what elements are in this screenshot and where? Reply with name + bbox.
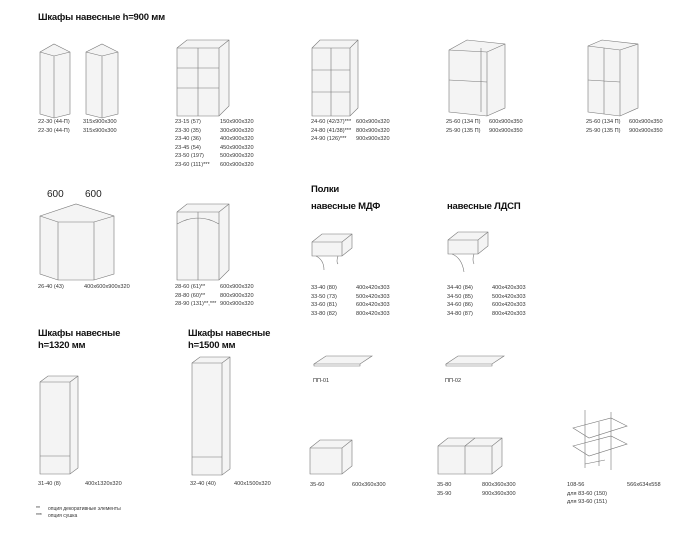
cabinet-31-40-drawing <box>39 375 79 475</box>
plank-pp02-drawing <box>445 355 505 367</box>
sizes-108-56: 566x634x558 <box>627 482 661 488</box>
dimension-600-right: 600 <box>85 189 102 200</box>
sizes-32-40: 400x1500x320 <box>234 481 271 487</box>
cabinet-22-30-drawing <box>39 43 119 119</box>
footnotes: **опция декоративные элементы ***опция с… <box>36 506 121 520</box>
sizes-26: 400x600x900x320 <box>84 284 130 290</box>
codes-33: 33-40 (80)33-50 (73)33-60 (81)33-80 (82) <box>311 285 337 317</box>
label-pp01: ПП-01 <box>313 378 330 384</box>
codes-34: 34-40 (84)34-50 (85)34-60 (86)34-80 (87) <box>447 285 473 317</box>
codes-35-60: 35-60 <box>310 482 325 488</box>
cabinet-23-drawing <box>176 39 230 117</box>
sizes-35-60: 600x360x300 <box>352 482 386 488</box>
codes-28: 28-60 (61)**28-80 (60)**28-90 (131)**,**… <box>175 284 217 308</box>
cabinet-26-drawing <box>39 203 115 281</box>
label-pp02: ПП-02 <box>445 378 462 384</box>
section-title-900: Шкафы навесные h=900 мм <box>38 12 165 23</box>
shelves-title: Полки <box>311 184 340 195</box>
shelf-33-drawing <box>311 233 353 271</box>
dimension-600-left: 600 <box>47 189 64 200</box>
codes-24: 24-60 (42/37)***24-80 (41/38)***24-90 (1… <box>311 119 352 143</box>
cabinet-25b-drawing <box>587 39 639 117</box>
footnote: ***опция сушка <box>36 513 78 519</box>
codes-26: 26-40 (43) <box>38 284 64 290</box>
shelves-ldsp-title: навесные ЛДСП <box>447 201 521 212</box>
codes-32-40: 32-40 (40) <box>190 481 216 487</box>
codes-25a: 25-60 (134 П)25-90 (135 П) <box>446 119 481 134</box>
codes-31-40: 31-40 (8) <box>38 481 61 487</box>
sizes-31-40: 400x1320x320 <box>85 481 122 487</box>
dish-rack-108-56-drawing <box>572 410 628 470</box>
codes-25b: 25-60 (134 П)25-90 (135 П) <box>586 119 621 134</box>
cabinet-25-drawing <box>448 39 506 117</box>
codes-23: 23-15 (57)23-30 (35)23-40 (36)23-45 (54)… <box>175 119 210 168</box>
codes-22-30: 22-30 (44-П)22-30 (44-П) <box>38 119 70 134</box>
footnote: **опция декоративные элементы <box>36 506 121 512</box>
shelf-34-drawing <box>447 231 489 273</box>
shelf-35-80-drawing <box>437 437 503 475</box>
shelves-mdf-title: навесные МДФ <box>311 201 381 212</box>
cabinet-28-drawing <box>176 203 230 281</box>
cabinet-24-drawing <box>311 39 359 117</box>
cabinet-32-40-drawing <box>191 356 231 476</box>
plank-pp01-drawing <box>313 355 373 367</box>
shelf-35-60-drawing <box>309 439 353 475</box>
